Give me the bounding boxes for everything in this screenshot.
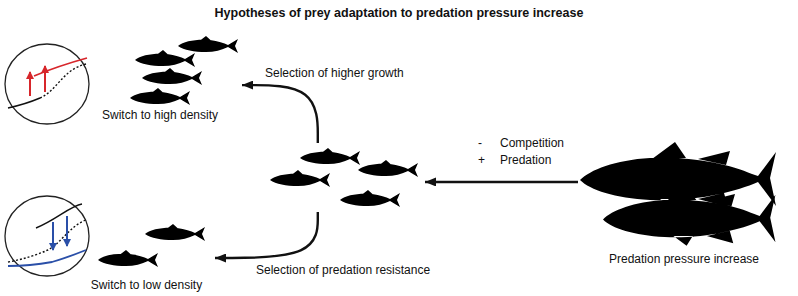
sardine bbox=[340, 190, 400, 207]
sardine bbox=[300, 148, 360, 165]
group-caption: Switch to low density bbox=[91, 278, 202, 292]
predator-fish bbox=[580, 142, 776, 246]
arrow-note: Predation bbox=[500, 153, 551, 167]
down-arrow bbox=[52, 222, 54, 250]
sardine bbox=[142, 68, 202, 85]
fish-group-node: Switch to high density bbox=[78, 40, 242, 122]
inset-graph-high bbox=[5, 44, 89, 124]
fish-group-node: Predation pressure increase bbox=[578, 140, 790, 266]
inset-graph-low bbox=[5, 196, 89, 276]
group-caption: Predation pressure increase bbox=[609, 252, 759, 266]
dotted-curve bbox=[40, 64, 86, 98]
fish-group-node: Switch to low density bbox=[78, 220, 215, 292]
sardine bbox=[145, 224, 205, 241]
sardine bbox=[178, 36, 238, 53]
dotted-curve bbox=[8, 220, 86, 262]
sardine bbox=[358, 160, 418, 177]
inset-circle bbox=[5, 44, 89, 124]
sardine bbox=[130, 88, 190, 105]
up-arrow bbox=[44, 66, 46, 92]
up-arrow bbox=[29, 72, 31, 96]
flow-arrow bbox=[215, 212, 318, 258]
arrow-note: - bbox=[478, 136, 482, 150]
blue-curve bbox=[8, 250, 86, 266]
arrow-note: Competition bbox=[500, 136, 564, 150]
fish-school-center bbox=[270, 148, 418, 207]
group-caption: Switch to high density bbox=[102, 108, 218, 122]
fish-school-low bbox=[98, 224, 205, 267]
edge-label: Selection of predation resistance bbox=[255, 263, 431, 277]
sardine bbox=[270, 170, 330, 187]
fish-school-high bbox=[130, 36, 238, 105]
tuna bbox=[603, 186, 775, 246]
curve-line bbox=[8, 98, 40, 108]
down-arrow bbox=[66, 216, 68, 246]
arrow-note: + bbox=[478, 153, 485, 167]
flow-arrow bbox=[242, 85, 318, 143]
diagram-title: Hypotheses of prey adaptation to predati… bbox=[0, 5, 798, 21]
flow-arrow bbox=[425, 181, 578, 183]
inset-circle bbox=[5, 196, 89, 276]
sardine bbox=[135, 50, 195, 67]
curve-line bbox=[36, 204, 82, 228]
fish-group-node bbox=[265, 143, 425, 212]
red-curve bbox=[34, 58, 87, 76]
sardine bbox=[98, 250, 158, 267]
edge-label: Selection of higher growth bbox=[264, 66, 405, 80]
